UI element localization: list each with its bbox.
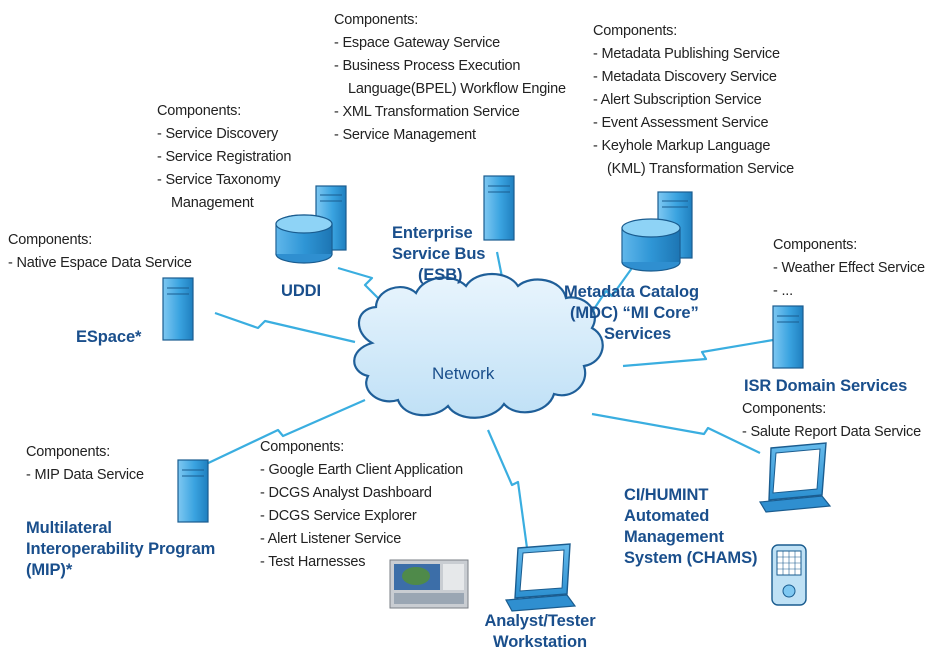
link-espace (214, 311, 356, 344)
espace-title: ESpace* (76, 328, 142, 346)
link-isr (622, 338, 774, 368)
title-line: Metadata Catalog (564, 283, 700, 301)
title-line: Workstation (493, 633, 587, 651)
components-header: Components: (773, 237, 858, 253)
title-line: System (CHAMS) (624, 549, 758, 567)
title-line: CI/HUMINT (624, 486, 709, 504)
analyst-components: Components: - Google Earth Client Applic… (260, 436, 463, 574)
component-item: - MIP Data Service (26, 467, 144, 483)
link-mdc (587, 267, 633, 319)
component-item: - DCGS Analyst Dashboard (260, 485, 432, 501)
link-analyst (486, 429, 529, 549)
mip-server-icon (177, 459, 209, 523)
title-line: Service Bus (392, 245, 486, 263)
analyst-title: Analyst/Tester Workstation (470, 611, 610, 653)
link-mip (201, 398, 366, 467)
chams-handheld-icon (771, 544, 807, 606)
analyst-laptop-icon (505, 543, 577, 612)
title-line: Interoperability Program (26, 540, 216, 558)
isr-components-secondary: Components: - Salute Report Data Service (742, 398, 921, 444)
title-line: (MDC) “MI Core” (570, 304, 699, 322)
mip-title: Multilateral Interoperability Program (M… (26, 518, 215, 581)
isr-components: Components: - Weather Effect Service - .… (773, 234, 925, 303)
component-item: - Service Management (334, 127, 476, 143)
component-item: - XML Transformation Service (334, 104, 520, 120)
network-cloud-icon (353, 273, 604, 419)
network-links (201, 251, 774, 549)
component-item: - Salute Report Data Service (742, 424, 921, 440)
components-header: Components: (593, 23, 678, 39)
esb-components: Components: - Espace Gateway Service - B… (334, 9, 566, 147)
components-header: Components: (8, 232, 93, 248)
components-header: Components: (26, 444, 111, 460)
mip-components: Components: - MIP Data Service (26, 441, 144, 487)
component-item: - DCGS Service Explorer (260, 508, 417, 524)
component-item: - Metadata Publishing Service (593, 46, 780, 62)
espace-components: Components: - Native Espace Data Service (8, 229, 192, 275)
component-item: - Google Earth Client Application (260, 462, 463, 478)
uddi-components: Components: - Service Discovery - Servic… (157, 100, 291, 215)
mdc-components: Components: - Metadata Publishing Servic… (593, 20, 794, 181)
title-line: Automated (624, 507, 710, 525)
mdc-title: Metadata Catalog (MDC) “MI Core” Service… (564, 282, 699, 345)
isr-server-icon (772, 305, 804, 369)
component-item: - Alert Subscription Service (593, 92, 762, 108)
esb-server-icon (483, 175, 515, 241)
mdc-database-icon (621, 191, 693, 272)
component-item-continued: Management (171, 195, 254, 211)
component-item: - Native Espace Data Service (8, 255, 192, 271)
link-chams (591, 412, 761, 454)
uddi-title: UDDI (281, 282, 321, 300)
component-item: - Weather Effect Service (773, 260, 925, 276)
component-item: - Service Discovery (157, 126, 279, 142)
title-line: Analyst/Tester (484, 612, 596, 630)
components-header: Components: (157, 103, 242, 119)
component-item: - Business Process Execution (334, 58, 521, 74)
uddi-database-icon (275, 185, 347, 264)
components-header: Components: (742, 401, 827, 417)
analyst-screenshot-thumbnail (389, 559, 469, 609)
title-line: Services (604, 325, 672, 343)
chams-laptop-icon (758, 442, 832, 513)
title-line: (ESB) (418, 266, 463, 284)
component-item: - Test Harnesses (260, 554, 366, 570)
title-line: Multilateral (26, 519, 112, 537)
component-item: - Event Assessment Service (593, 115, 769, 131)
component-item: - ... (773, 283, 793, 299)
espace-server-icon (162, 277, 194, 341)
component-item: - Metadata Discovery Service (593, 69, 777, 85)
component-item-continued: (KML) Transformation Service (607, 161, 794, 177)
isr-title: ISR Domain Services (744, 377, 908, 395)
component-item: - Service Registration (157, 149, 292, 165)
components-header: Components: (334, 12, 419, 28)
component-item: - Espace Gateway Service (334, 35, 501, 51)
components-header: Components: (260, 439, 345, 455)
chams-title: CI/HUMINT Automated Management System (C… (624, 485, 757, 569)
esb-title: Enterprise Service Bus (ESB) (392, 223, 485, 286)
title-line: Management (624, 528, 724, 546)
network-label: Network (432, 364, 495, 383)
component-item-continued: Language(BPEL) Workflow Engine (348, 81, 566, 97)
title-line: Enterprise (392, 224, 473, 242)
component-item: - Alert Listener Service (260, 531, 402, 547)
component-item: - Service Taxonomy (157, 172, 281, 188)
title-line: (MIP)* (26, 561, 73, 579)
component-item: - Keyhole Markup Language (593, 138, 771, 154)
